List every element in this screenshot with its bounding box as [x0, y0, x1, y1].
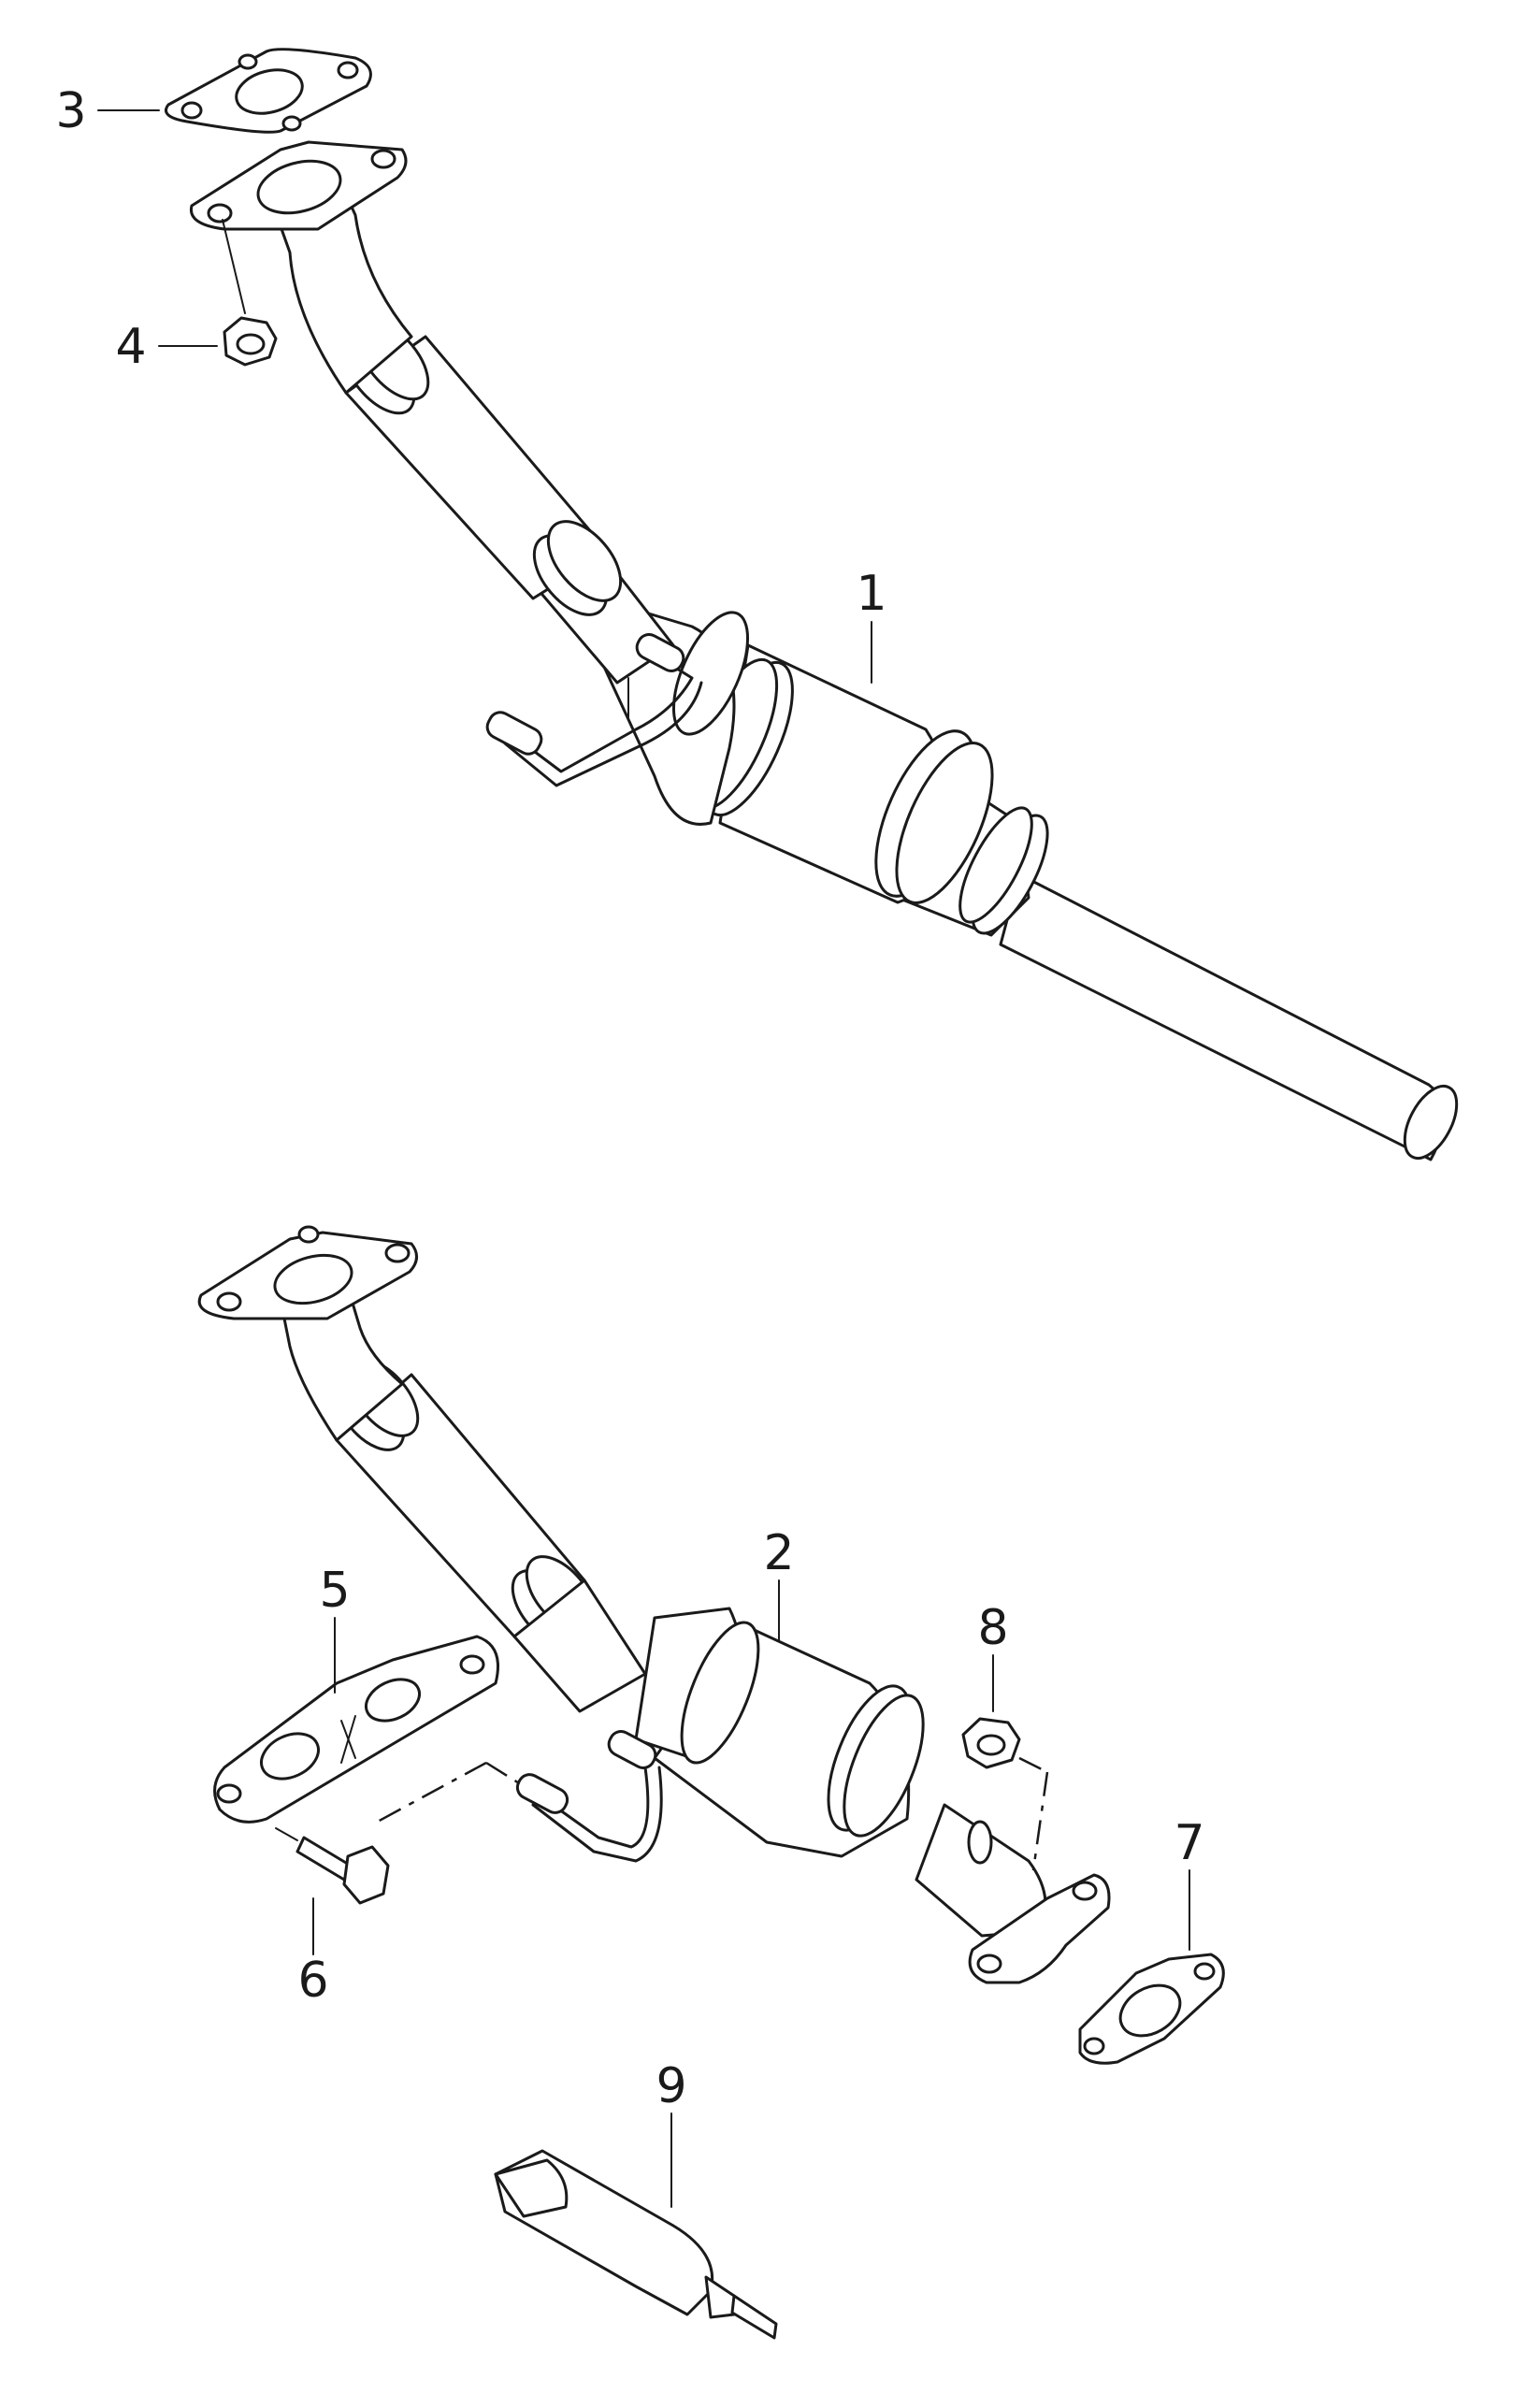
callout-8: 8 [977, 1600, 1008, 1656]
callout-3: 3 [55, 83, 86, 139]
callout-4: 4 [115, 319, 146, 375]
callout-5: 5 [319, 1563, 350, 1619]
part-4-nut[interactable] [222, 219, 278, 367]
part-5-gasket[interactable] [213, 1635, 525, 1825]
callout-6: 6 [297, 1953, 328, 2009]
callout-1: 1 [856, 566, 886, 622]
part-8-nut[interactable] [961, 1717, 1049, 1871]
part-2-front-pipe-with-catalytic-converter[interactable] [197, 1225, 1111, 1984]
part-9-sealant-tube[interactable] [494, 2149, 778, 2340]
part-6-bolt[interactable] [275, 1827, 390, 1905]
part-3-gasket[interactable] [165, 48, 372, 134]
part-1-front-pipe-with-catalytic-converter[interactable] [189, 140, 1467, 1166]
part-7-gasket[interactable] [1078, 1953, 1225, 2065]
callout-9: 9 [656, 2058, 686, 2114]
callout-2: 2 [763, 1525, 794, 1581]
callout-7: 7 [1174, 1815, 1204, 1871]
